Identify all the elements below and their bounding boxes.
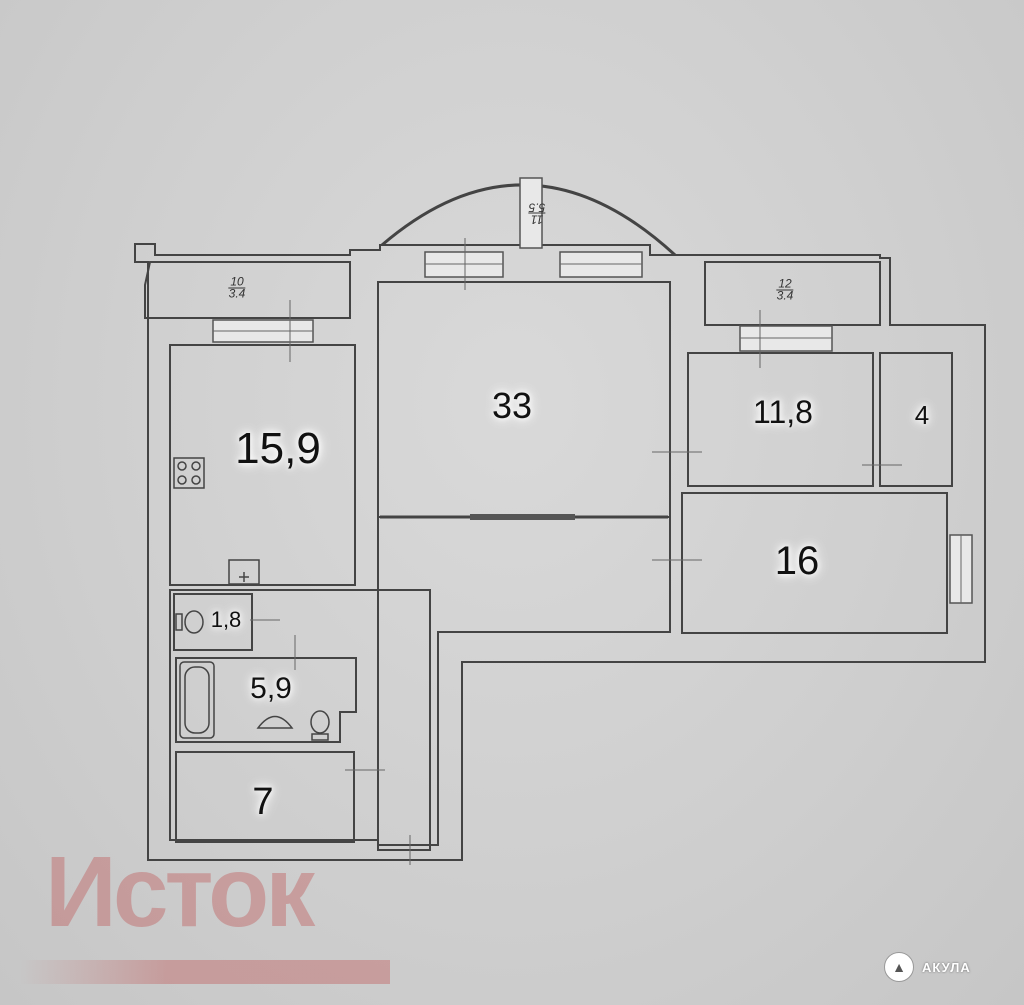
balcony-left-top: 10 [228,274,246,289]
balcony-right-label: 12 3.4 [776,276,794,303]
closet-outline [879,352,953,487]
bedroom-outline [687,352,874,487]
area-bedroom: 11,8 [753,394,813,430]
washbasin-icon [256,715,294,729]
hall-outline [377,516,671,846]
balcony-right-bottom: 3.4 [776,288,794,303]
storage-outline [175,751,355,843]
toilet-outline [173,593,253,651]
balcony-center-post [519,177,543,249]
balcony-right-outline [704,261,881,326]
wc-icon [310,710,330,741]
balcony-left-bottom: 3.4 [228,286,246,301]
sink-icon [228,559,260,585]
area-bathroom: 5,9 [250,672,292,705]
bathtub-icon [179,661,215,739]
shark-icon: ▲ [884,952,914,982]
source-badge: ▲ АКУЛА [884,952,971,982]
area-room-16: 16 [774,539,820,583]
area-kitchen: 15,9 [235,424,321,473]
watermark-underline [20,960,390,984]
area-storage: 7 [252,781,274,823]
balcony-left-outline [144,261,351,319]
balcony-right-top: 12 [776,276,794,291]
area-living-room: 33 [491,385,533,426]
outer-wall [134,243,986,861]
area-toilet: 1,8 [210,607,242,632]
source-label: АКУЛА [922,959,971,975]
balcony-center-bottom: 5.5 [528,200,546,215]
kitchen-outline [169,344,356,586]
area-closet: 4 [914,400,930,430]
room-16-outline [681,492,948,634]
watermark-logo: Исток [45,836,315,948]
stove-icon [173,457,205,489]
balcony-left-label: 10 3.4 [228,274,246,301]
living-partition-slot [470,514,575,520]
balcony-center-label: 11 5.5 [528,200,546,227]
toilet-icon [175,610,204,634]
bathroom-outline [175,657,357,743]
